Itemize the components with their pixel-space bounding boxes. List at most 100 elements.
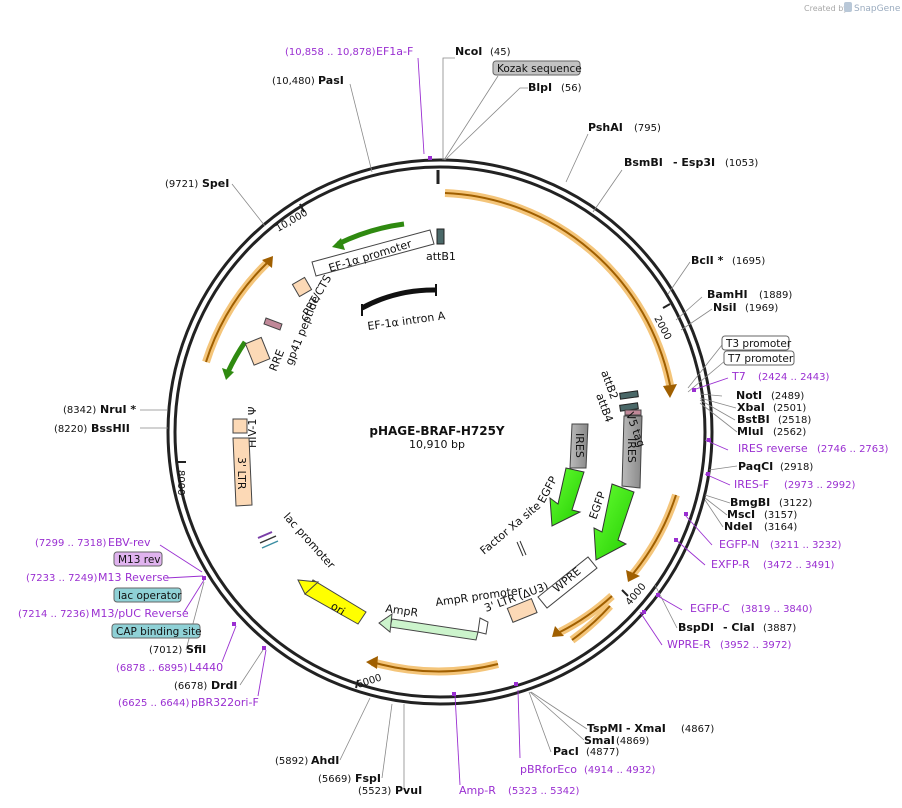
- three-ltr-label: 3' LTR: [235, 457, 248, 490]
- site-ncoi-pos: (45): [490, 47, 511, 58]
- primer-pbrforeco: pBRforEco: [520, 763, 577, 776]
- primer-ef1af-pos: (10,858 .. 10,878): [285, 47, 376, 58]
- site-sfii: SfiI: [186, 643, 206, 656]
- site-bamhi-pos: (1889): [759, 290, 792, 301]
- ires-outer-feature: IRES: [621, 415, 643, 489]
- primer-egfp-c: EGFP-C: [690, 602, 730, 615]
- m13-rev-box: M13 rev: [113, 551, 163, 567]
- site-bsshii-pos: (8220): [54, 424, 87, 435]
- lac-operator-box: lac operator: [113, 587, 182, 603]
- site-mlui-pos: (2562): [773, 427, 806, 438]
- site-ndei: NdeI: [724, 520, 753, 533]
- site-bstbi: BstBI: [737, 413, 770, 426]
- site-fspi: FspI: [355, 772, 381, 785]
- site-sfii-pos: (7012): [149, 645, 182, 656]
- site-bstbi-pos: (2518): [778, 415, 811, 426]
- primer-m13puc-pos: (7214 .. 7236): [18, 609, 90, 620]
- ori-label: ori: [328, 600, 347, 619]
- primer-l4440: L4440: [189, 661, 223, 674]
- attb1-feature: attB1: [426, 228, 456, 263]
- gp41-label: gp41 peptide: [283, 294, 323, 367]
- site-bcli-pos: (1695): [732, 256, 765, 267]
- site-ahdi: AhdI: [311, 754, 339, 767]
- site-pvui-pos: (5523): [358, 786, 391, 797]
- site-smai: SmaI: [584, 734, 615, 747]
- cap-site-box: CAP binding site: [111, 623, 202, 639]
- primer-egfp-c-pos: (3819 .. 3840): [741, 604, 813, 615]
- site-pasi-pos: (10,480): [272, 76, 315, 87]
- site-bamhi: BamHI: [707, 288, 748, 301]
- rre-feature: RRE gp41 peptide: [244, 294, 323, 373]
- site-ncoi: NcoI: [455, 45, 482, 58]
- t3-promoter-box: T3 promoter: [721, 335, 792, 351]
- rre-arrow-arc: [225, 340, 248, 374]
- site-nrui-pos: (8342): [63, 405, 96, 416]
- primer-t7-pos: (2424 .. 2443): [758, 372, 830, 383]
- primer-exfp-r: EXFP-R: [711, 558, 750, 571]
- primer-exfp-r-pos: (3472 .. 3491): [763, 560, 835, 571]
- site-pshai-pos: (795): [634, 123, 661, 134]
- lac-promoter-feature: lac promoter: [257, 510, 338, 572]
- ires-outer-label: IRES: [625, 438, 638, 463]
- site-tspmi: TspMI: [587, 722, 623, 735]
- primer-pbrforeco-pos: (4914 .. 4932): [584, 765, 656, 776]
- primer-m13rev-pos: (7233 .. 7249): [26, 573, 98, 584]
- site-bcli: BclI *: [691, 254, 724, 267]
- site-nsii: NsiI: [713, 301, 737, 314]
- t7-promoter-box: T7 promoter: [723, 350, 795, 366]
- site-paci-pos: (4877): [586, 747, 619, 758]
- primer-egfp-n-pos: (3211 .. 3232): [770, 540, 842, 551]
- site-blpi-pos: (56): [561, 83, 582, 94]
- ampr-label: AmpR: [385, 602, 420, 619]
- primer-egfp-n: EGFP-N: [719, 538, 759, 551]
- primer-ires-reverse: IRES reverse: [738, 442, 808, 455]
- primer-m13puc: M13/pUC Reverse: [91, 607, 189, 620]
- attb1-label: attB1: [426, 250, 456, 263]
- site-spei: SpeI: [202, 177, 229, 190]
- site-nsii-pos: (1969): [745, 303, 778, 314]
- backbone-inner: [173, 165, 707, 699]
- primer-ires-f-pos: (2973 .. 2992): [784, 480, 856, 491]
- primer-ebvrev-pos: (7299 .. 7318): [35, 538, 107, 549]
- ef1a-intron-label: EF-1α intron A: [367, 309, 447, 333]
- site-esp3i: - Esp3I: [673, 156, 715, 169]
- plasmid-name: pHAGE-BRAF-H725Y: [369, 424, 505, 438]
- snapgene-logo: SnapGene: [844, 2, 901, 14]
- attb-features: attB2 attB4 V5 tag: [593, 369, 648, 449]
- primer-l4440-pos: (6878 .. 6895): [116, 663, 188, 674]
- site-clai: - ClaI: [723, 621, 755, 634]
- primer-wpre-r-pos: (3952 .. 3972): [720, 640, 792, 651]
- site-mlui: MluI: [737, 425, 764, 438]
- factor-xa-label: Factor Xa site: [478, 499, 544, 557]
- site-xbai: XbaI: [737, 401, 765, 414]
- site-xmai: - XmaI: [626, 722, 666, 735]
- backbone-outer: [166, 158, 714, 706]
- site-paqci: PaqCI: [738, 460, 773, 473]
- site-noti-pos: (2489): [771, 391, 804, 402]
- site-ndei-pos: (3164): [764, 522, 797, 533]
- primer-markers: [202, 156, 711, 696]
- t7-promoter-label: T7 promoter: [727, 353, 794, 365]
- t3-promoter-label: T3 promoter: [725, 338, 792, 350]
- site-pasi: PasI: [318, 74, 344, 87]
- site-smai-pos: (4869): [616, 736, 649, 747]
- site-bspdi-pos: (3887): [763, 623, 796, 634]
- lac-operator-label: lac operator: [118, 590, 182, 602]
- site-blpi: BlpI: [528, 81, 552, 94]
- site-bmgbi: BmgBI: [730, 496, 770, 509]
- ires-inner-label: IRES: [573, 433, 586, 458]
- egfp-inner-label: EGFP: [535, 474, 560, 506]
- site-tspmi-pos: (4867): [681, 724, 714, 735]
- site-bspdi: BspDI: [678, 621, 714, 634]
- ori-feature: ori: [297, 579, 367, 625]
- ef1a-promoter-feature: EF-1α promoter: [311, 229, 435, 277]
- factor-xa-feature: Factor Xa site: [478, 499, 544, 557]
- primer-t7: T7: [731, 370, 746, 383]
- site-bsmbi-pos: (1053): [725, 158, 758, 169]
- kozak-label: Kozak sequence: [497, 63, 582, 75]
- primer-wpre-r: WPRE-R: [667, 638, 711, 651]
- site-paqci-pos: (2918): [780, 462, 813, 473]
- site-drdi-pos: (6678): [174, 681, 207, 692]
- three-ltr-feature: 3' LTR: [232, 437, 253, 507]
